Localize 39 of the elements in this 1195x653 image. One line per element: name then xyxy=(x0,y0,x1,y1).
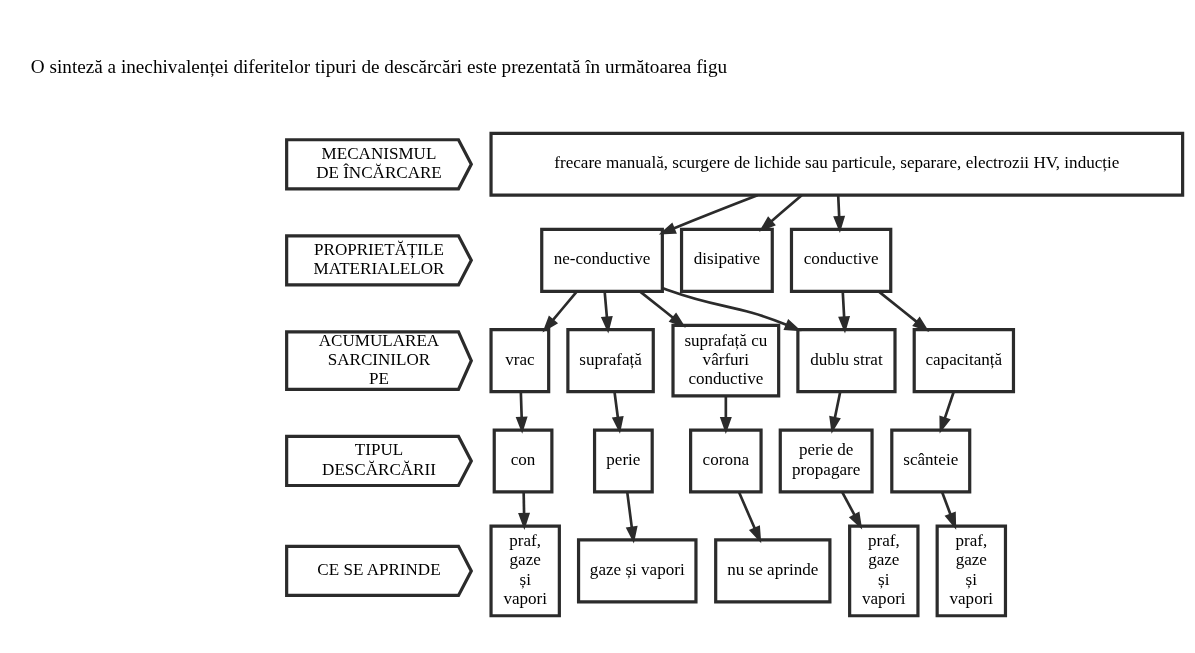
arrow xyxy=(719,396,732,435)
node-box: scânteie xyxy=(890,428,972,494)
node-box: suprafață xyxy=(566,328,655,394)
arrow xyxy=(939,391,955,434)
node-box: ne-conductive xyxy=(540,227,664,293)
arrow xyxy=(518,492,531,530)
node-box: conductive xyxy=(789,227,893,293)
node-box: praf, gaze și vapori xyxy=(935,524,1008,618)
node-box: gaze și vapori xyxy=(576,538,698,604)
node-box: praf, gaze și vapori xyxy=(489,524,561,618)
arrow xyxy=(841,491,863,530)
arrow xyxy=(829,391,842,434)
node-box: frecare manuală, scurgere de lichide sau particule, separare, electrozii HV, inducție xyxy=(489,131,1185,197)
label: O sinteză a inechivalenței diferitelor tipuri de descărcări este prezentată în următoarea figu xyxy=(30,55,728,77)
node-box: corona xyxy=(689,428,763,494)
arrow xyxy=(940,491,957,530)
arrow xyxy=(758,194,803,232)
arrow xyxy=(600,291,613,334)
node-box: nu se aprinde xyxy=(714,538,832,604)
arrow xyxy=(661,286,802,332)
arrow xyxy=(515,391,528,434)
node-box: perie de propagare xyxy=(778,428,874,494)
node-box: capacitanță xyxy=(912,328,1016,394)
node-box: vrac xyxy=(489,328,551,394)
node-box: con xyxy=(492,428,554,494)
arrow xyxy=(838,291,851,334)
arrow xyxy=(611,391,624,434)
node-box: suprafață cu vârfuri conductive xyxy=(671,323,781,398)
arrow xyxy=(625,491,638,544)
node-box: disipative xyxy=(679,227,774,293)
arrow xyxy=(833,195,846,234)
arrow xyxy=(658,194,758,235)
arrow xyxy=(877,290,930,332)
node-box: perie xyxy=(592,428,654,494)
node-box: praf, gaze și vapori xyxy=(848,524,920,618)
arrow xyxy=(542,290,578,333)
node-box: dublu strat xyxy=(796,328,897,394)
arrow xyxy=(639,290,686,328)
arrow xyxy=(737,491,762,544)
